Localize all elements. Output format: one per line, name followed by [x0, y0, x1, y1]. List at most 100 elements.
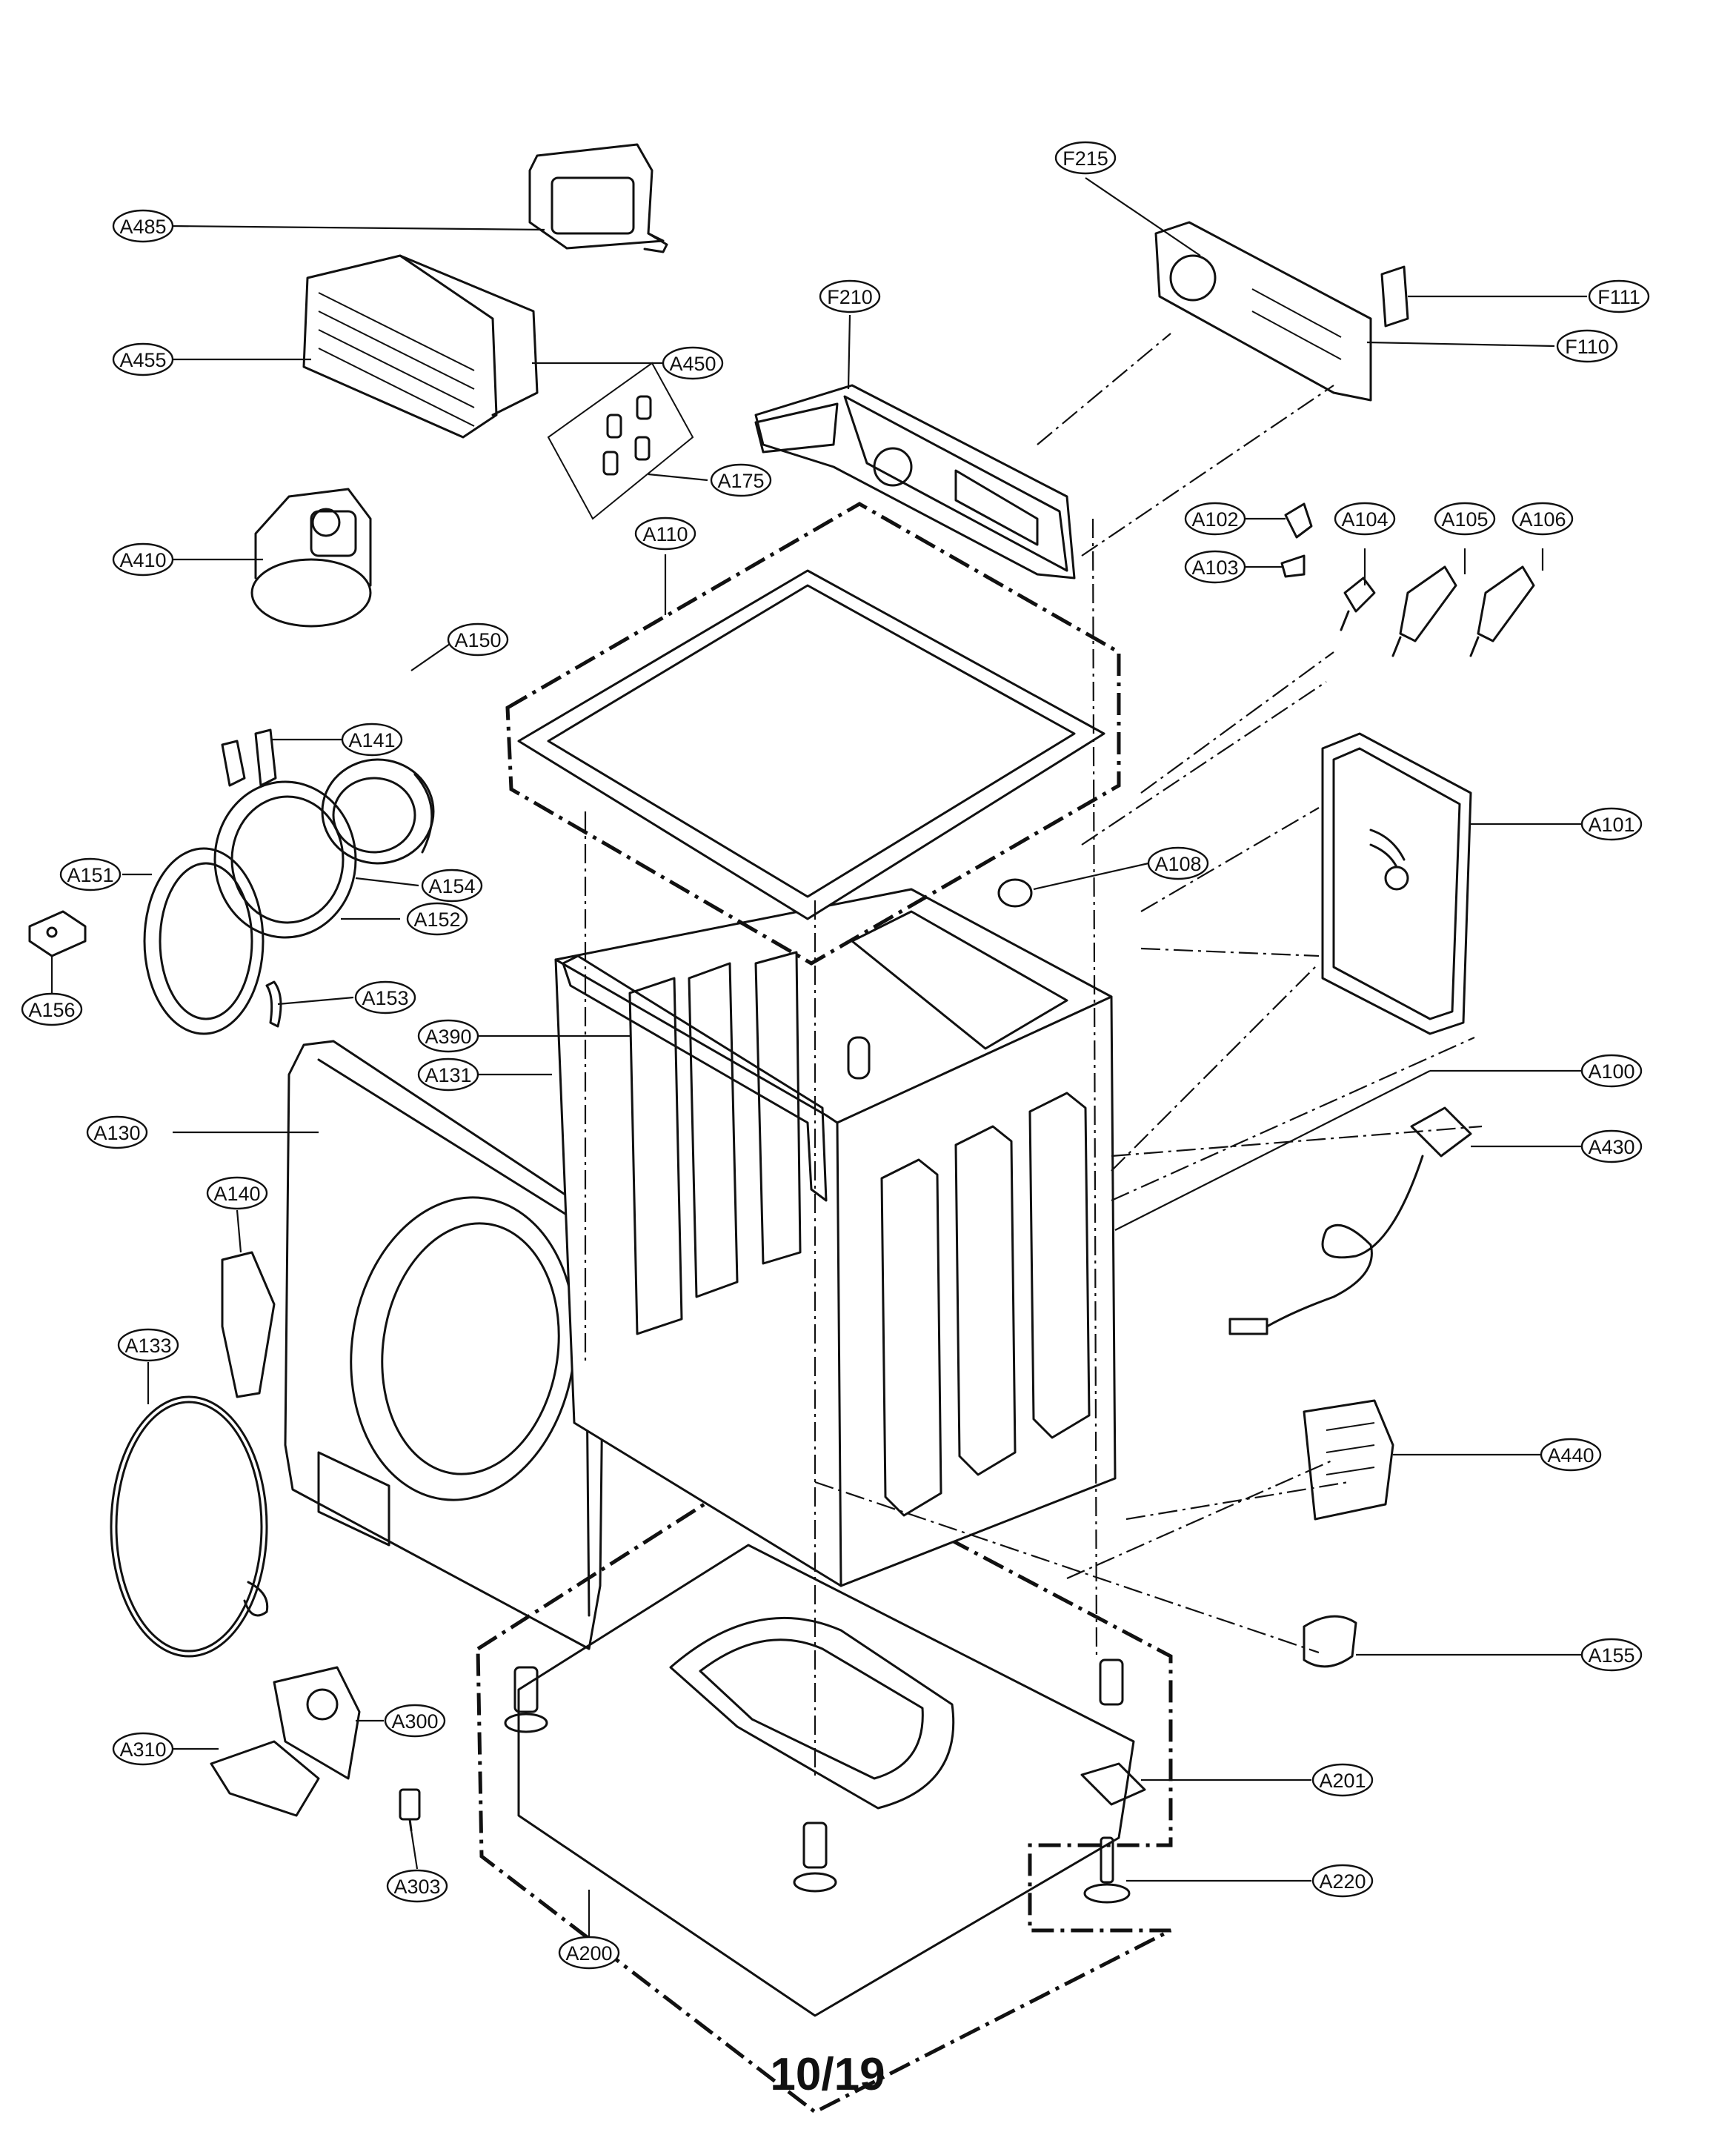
callout-a110: A110: [634, 517, 696, 551]
part-A156-drawing: [28, 910, 87, 957]
callout-label: A133: [124, 1335, 171, 1357]
part-F215-drawing: [1154, 221, 1372, 402]
callout-a390: A390: [417, 1019, 479, 1053]
callout-label: A104: [1341, 508, 1388, 531]
callout-a108: A108: [1147, 846, 1209, 880]
part-A151-drawing: [143, 847, 265, 1035]
callout-label: A152: [413, 909, 460, 931]
callout-a106: A106: [1511, 502, 1574, 536]
callout-label: F111: [1597, 286, 1640, 308]
callout-a152: A152: [406, 902, 468, 936]
callout-a156: A156: [21, 992, 83, 1026]
part-A106-drawing: [1469, 565, 1535, 657]
callout-f210: F210: [819, 279, 881, 313]
part-A154-drawing: [321, 758, 435, 865]
part-A485-drawing: [528, 143, 668, 253]
callout-label: A430: [1588, 1136, 1634, 1158]
part-A110-drawing: [505, 502, 1121, 966]
part-A455-drawing: [302, 254, 539, 439]
callout-f110: F110: [1556, 329, 1618, 363]
part-A102-drawing: [1284, 502, 1313, 539]
callout-a201: A201: [1311, 1763, 1374, 1797]
callout-label: A105: [1441, 508, 1488, 531]
callout-a430: A430: [1580, 1129, 1643, 1163]
callout-a220: A220: [1311, 1864, 1374, 1898]
callout-a104: A104: [1334, 502, 1396, 536]
callout-label: A151: [67, 864, 113, 886]
callout-label: A156: [28, 999, 75, 1021]
callout-label: A455: [119, 349, 166, 371]
callout-a303: A303: [386, 1869, 448, 1903]
part-A220-drawing: [1083, 1836, 1131, 1904]
callout-a440: A440: [1540, 1438, 1602, 1472]
callout-label: A100: [1588, 1060, 1634, 1083]
part-A153-drawing: [265, 980, 282, 1028]
callout-label: A300: [391, 1710, 438, 1733]
callout-label: A200: [565, 1942, 612, 1965]
callout-a102: A102: [1184, 502, 1246, 536]
callout-a150: A150: [447, 622, 509, 657]
callout-label: F210: [827, 286, 873, 308]
callout-label: A153: [362, 987, 408, 1009]
part-A155-drawing: [1303, 1615, 1357, 1668]
part-A104-drawing: [1340, 577, 1376, 631]
part-A100-drawing: [554, 888, 1117, 1587]
part-A152-drawing: [213, 780, 357, 939]
callout-a140: A140: [206, 1176, 268, 1210]
callout-label: A130: [93, 1122, 140, 1144]
callout-a133: A133: [117, 1328, 179, 1362]
part-A450-drawing: [547, 362, 694, 520]
callout-label: A220: [1319, 1870, 1366, 1893]
callout-a300: A300: [384, 1704, 446, 1738]
part-A140-drawing: [221, 1251, 276, 1398]
callout-label: A101: [1588, 814, 1634, 836]
callout-label: F110: [1565, 336, 1609, 358]
callout-a101: A101: [1580, 807, 1643, 841]
callout-label: A108: [1154, 853, 1201, 875]
callout-a455: A455: [112, 342, 174, 376]
callout-a410: A410: [112, 542, 174, 577]
part-A300-drawing: [210, 1666, 361, 1817]
part-A101-drawing: [1321, 732, 1472, 1035]
callout-label: A410: [119, 549, 166, 571]
part-A430-drawing: [1228, 1106, 1472, 1335]
part-A133-drawing: [110, 1395, 269, 1658]
callout-label: A440: [1547, 1444, 1594, 1467]
alignment-lines: [584, 333, 1483, 1779]
callout-a450: A450: [662, 346, 724, 380]
callout-label: A303: [393, 1876, 440, 1898]
callout-f215: F215: [1054, 141, 1117, 175]
leader-lines: [50, 177, 1587, 1936]
callout-a485: A485: [112, 209, 174, 243]
callout-label: A201: [1319, 1770, 1366, 1792]
callout-label: A450: [669, 353, 716, 375]
callout-a151: A151: [59, 857, 122, 891]
part-F210-drawing: [754, 384, 1076, 579]
callout-a141: A141: [341, 723, 403, 757]
callout-label: A106: [1519, 508, 1566, 531]
callout-a153: A153: [354, 980, 416, 1014]
callout-a130: A130: [86, 1115, 148, 1149]
callout-label: A155: [1588, 1644, 1634, 1667]
callout-f111: F111: [1588, 279, 1650, 313]
callout-label: A154: [428, 875, 475, 897]
callout-label: A175: [717, 470, 764, 492]
callout-a175: A175: [710, 463, 772, 497]
part-A103-drawing: [1280, 554, 1306, 578]
callout-label: A141: [348, 729, 395, 751]
callout-label: F215: [1062, 147, 1108, 170]
part-A141-drawing: [221, 728, 277, 787]
part-F111-drawing: [1380, 265, 1409, 328]
callout-a105: A105: [1434, 502, 1496, 536]
callout-label: A131: [425, 1064, 471, 1086]
callout-label: A390: [425, 1026, 471, 1048]
callout-label: A102: [1191, 508, 1238, 531]
part-A130-drawing: [284, 1040, 605, 1650]
callout-label: A150: [454, 629, 501, 651]
callout-a131: A131: [417, 1057, 479, 1092]
callout-label: A485: [119, 216, 166, 238]
part-A201-drawing: [1080, 1762, 1146, 1806]
page-number: 10/19: [770, 2049, 885, 2100]
